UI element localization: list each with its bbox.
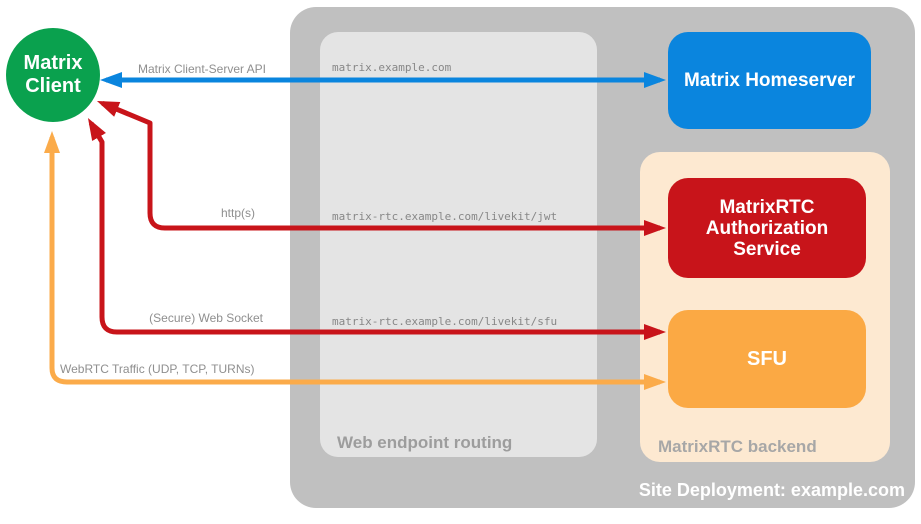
web-endpoint-routing-caption: Web endpoint routing	[337, 433, 513, 452]
matrix-client-label: Matrix Client	[23, 52, 83, 97]
endpoint-url-livekit-sfu: matrix-rtc.example.com/livekit/sfu	[332, 315, 558, 328]
sfu-node: SFU	[668, 310, 866, 408]
web-endpoint-routing-container	[320, 32, 597, 457]
site-deployment-caption: Site Deployment: example.com	[638, 480, 905, 500]
endpoint-url-livekit-jwt: matrix-rtc.example.com/livekit/jwt	[332, 210, 558, 223]
matrixrtc-authorization-service-label: MatrixRTC Authorization Service	[705, 196, 829, 260]
matrix-client-node: Matrix Client	[6, 28, 100, 122]
sfu-label: SFU	[747, 347, 787, 370]
matrix-homeserver-label: Matrix Homeserver	[683, 69, 856, 91]
connection-label-webrtc-traffic: WebRTC Traffic (UDP, TCP, TURNs)	[60, 362, 255, 376]
matrixrtc-authorization-service-node: MatrixRTC Authorization Service	[668, 178, 866, 278]
matrix-homeserver-node: Matrix Homeserver	[668, 32, 871, 129]
connection-label-client-server-api: Matrix Client-Server API	[137, 62, 267, 76]
matrixrtc-backend-caption: MatrixRTC backend	[658, 437, 817, 456]
connection-label-secure-web-socket: (Secure) Web Socket	[149, 311, 263, 325]
endpoint-url-homeserver: matrix.example.com	[332, 61, 452, 74]
connection-label-https: http(s)	[220, 206, 255, 220]
